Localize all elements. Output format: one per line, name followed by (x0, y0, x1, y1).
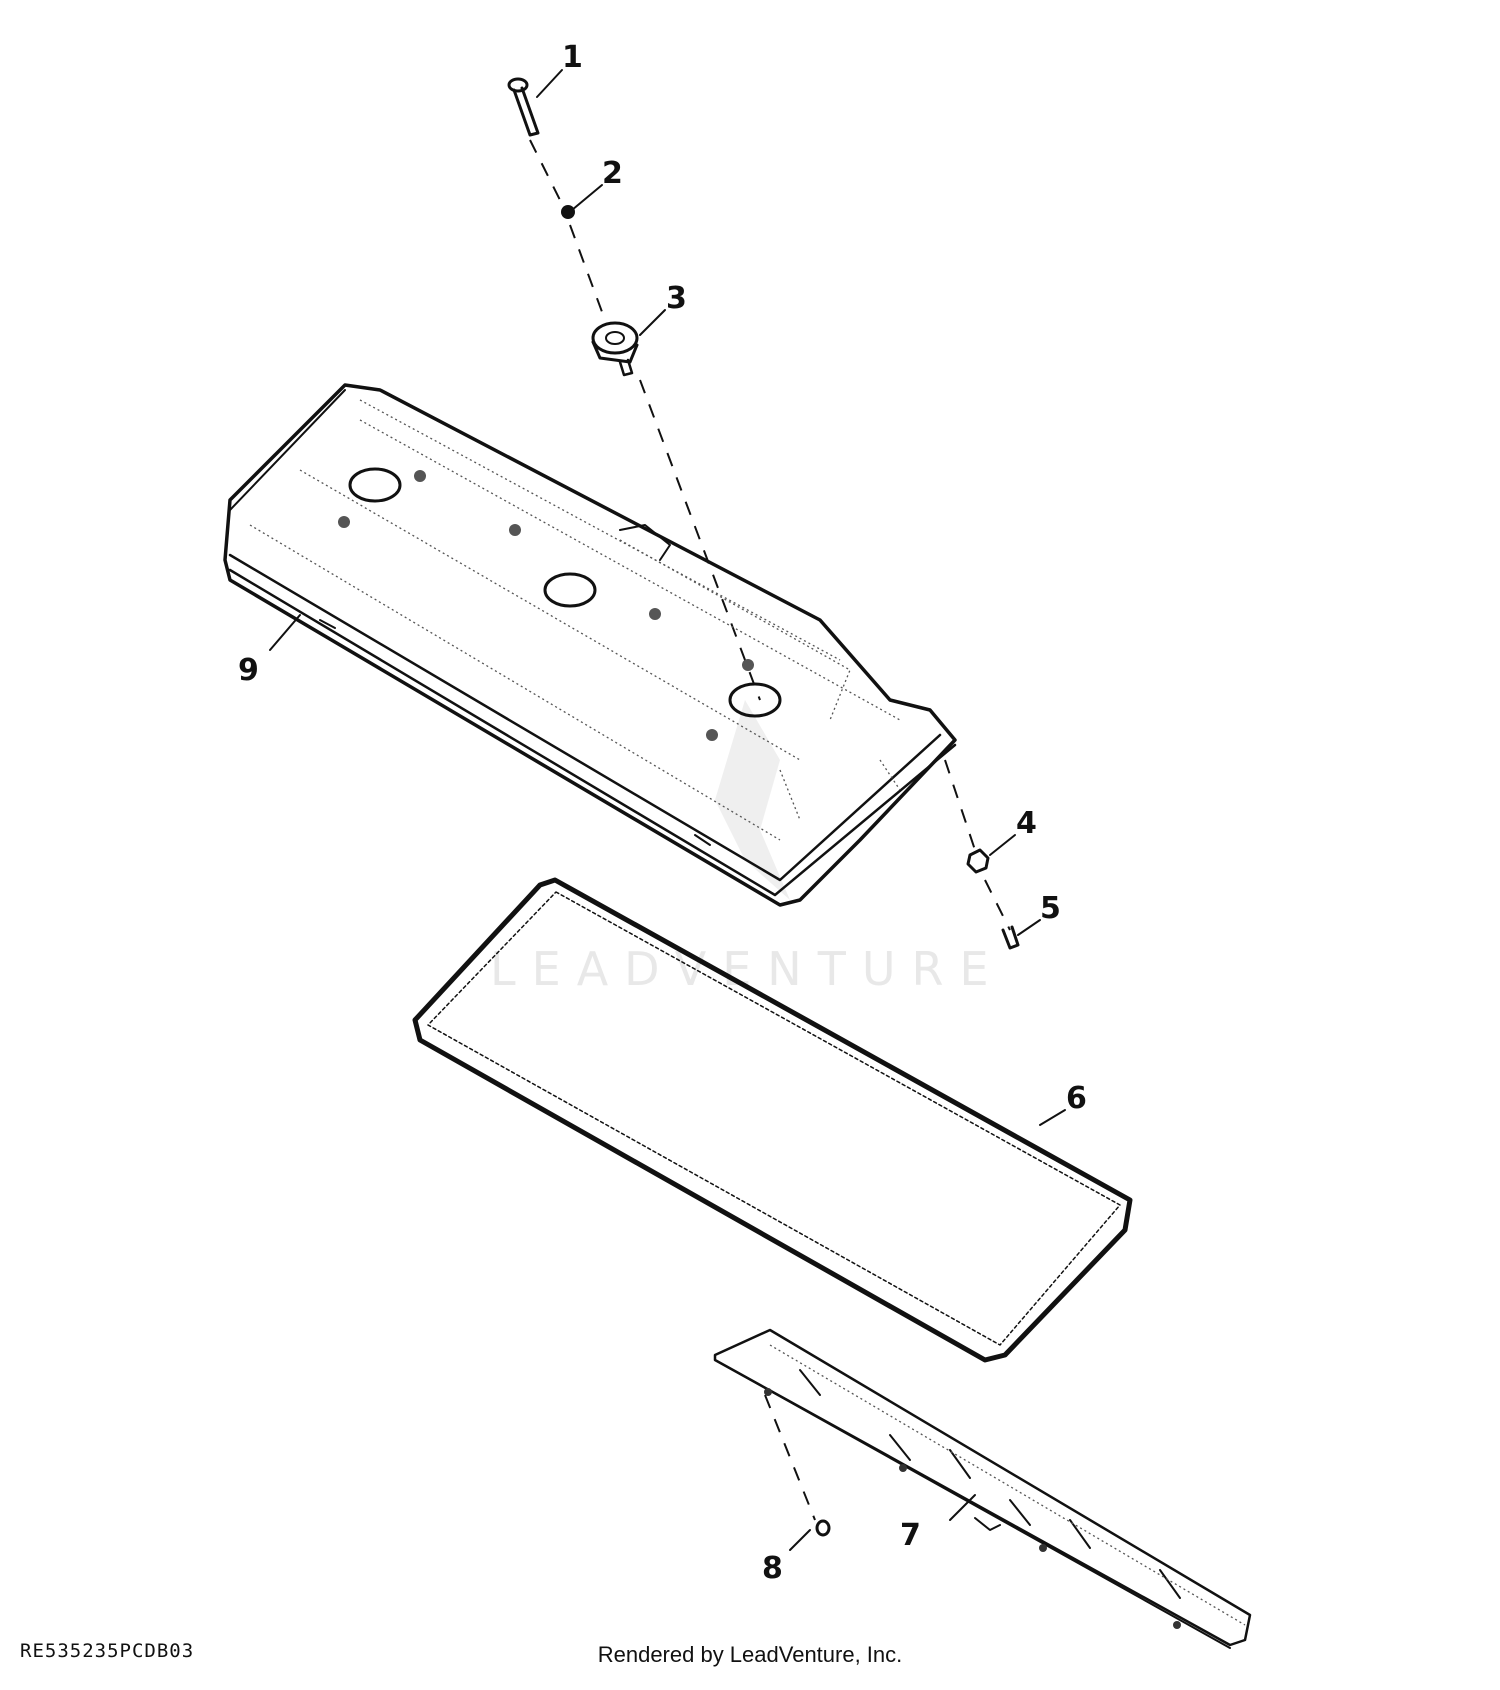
callout-2: 2 (602, 156, 623, 191)
part-4-nut (966, 848, 990, 874)
callout-7: 7 (900, 1518, 921, 1553)
part-1-bolt (507, 77, 540, 137)
part-6-gasket (412, 877, 1133, 1363)
part-7-baffle (713, 1328, 1252, 1649)
callout-4: 4 (1016, 806, 1037, 841)
watermark: LEADVENTURE (490, 700, 1005, 996)
callout-8: 8 (762, 1551, 783, 1586)
drawing-id: RE535235PCDB03 (20, 1640, 195, 1662)
callout-6: 6 (1066, 1081, 1087, 1116)
callout-9: 9 (238, 653, 259, 688)
part-9-valve-cover (223, 383, 957, 907)
part-8-screw (815, 1519, 831, 1537)
callout-1: 1 (562, 40, 583, 75)
callout-5: 5 (1040, 891, 1061, 926)
watermark-text: LEADVENTURE (490, 942, 1005, 996)
part-3-grommet (591, 321, 639, 377)
part-2-washer (561, 205, 575, 219)
callout-labels: 1 2 3 4 5 6 7 8 9 (238, 40, 1087, 1586)
assembly-lines (529, 139, 1011, 1521)
callout-3: 3 (666, 281, 687, 316)
part-5-stud (1001, 925, 1020, 950)
leader-lines (269, 69, 1066, 1551)
credit-text: Rendered by LeadVenture, Inc. (597, 1642, 903, 1667)
